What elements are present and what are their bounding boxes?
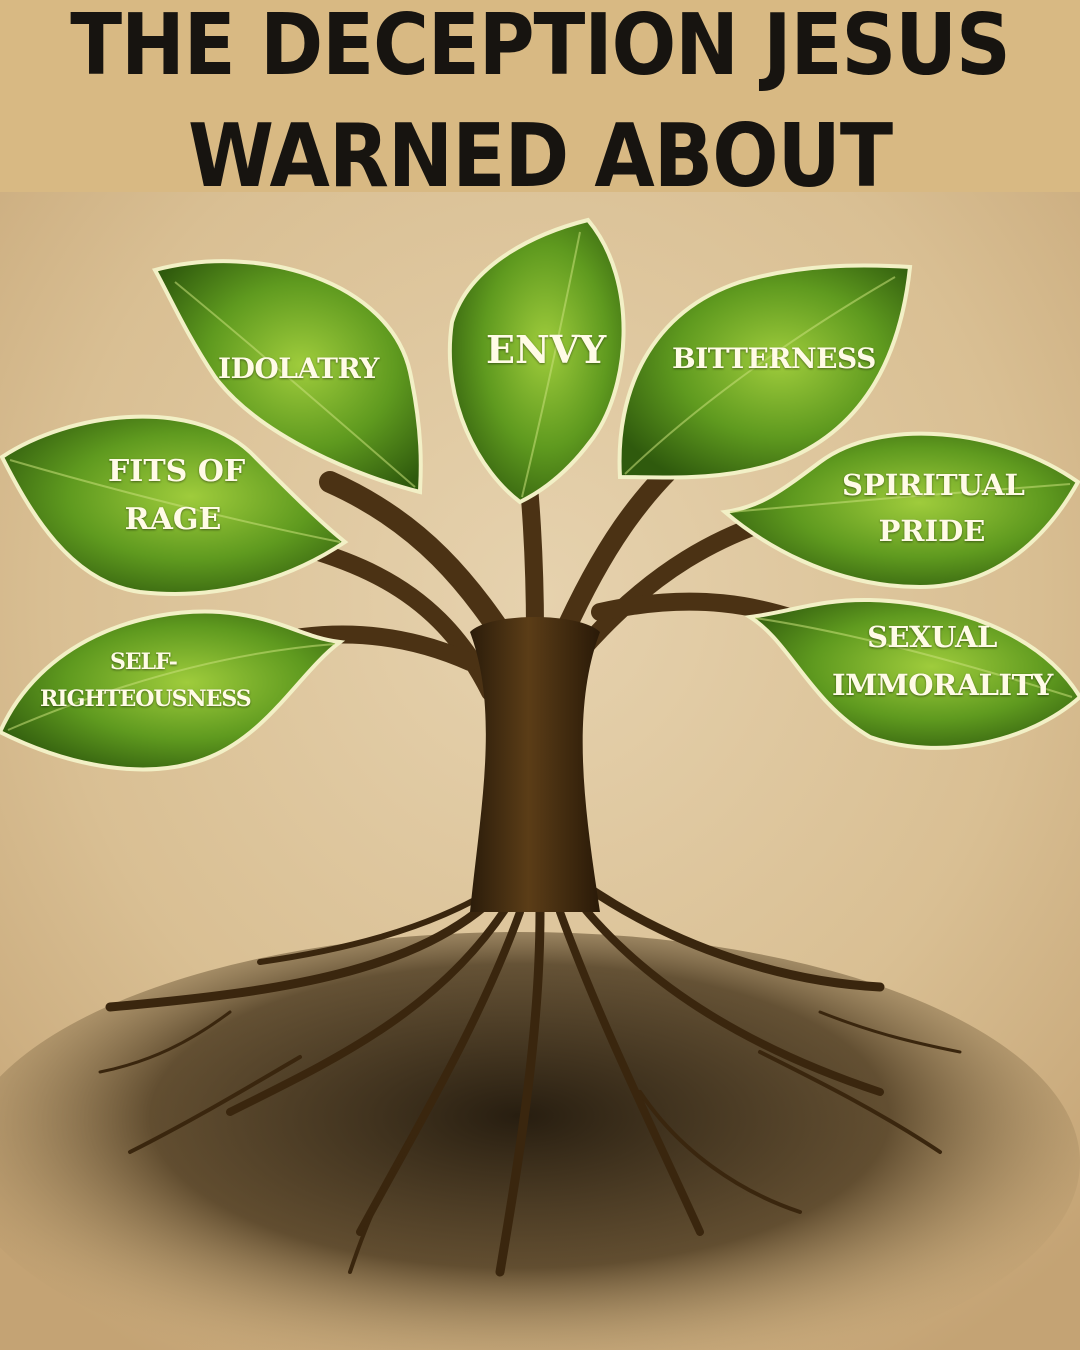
page-title-line-2: WARNED ABOUT bbox=[187, 106, 893, 208]
leaf-envy bbox=[447, 217, 626, 505]
leaf-spiritual-pride bbox=[720, 431, 1080, 590]
tree-artwork bbox=[0, 192, 1080, 1350]
leaf-bitterness bbox=[617, 263, 913, 480]
trunk bbox=[470, 617, 600, 912]
leaf-sexual-immorality bbox=[744, 597, 1080, 750]
leaf-self-righteousness bbox=[0, 609, 346, 772]
page-title-line-1: THE DECEPTION JESUS bbox=[70, 0, 1010, 95]
leaf-label-spiritual-pride: SPIRITUAL PRIDE bbox=[842, 468, 1025, 549]
leaf-label-idolatry: IDOLATRY bbox=[218, 352, 379, 385]
leaf-label-fits-of-rage: FITS OF RAGE bbox=[108, 454, 246, 537]
roots bbox=[98, 877, 962, 1277]
leaf-label-envy: ENVY bbox=[486, 327, 607, 372]
leaf-label-sexual-immorality: SEXUAL IMMORALITY bbox=[832, 620, 1053, 702]
header: THE DECEPTION JESUS WARNED ABOUT bbox=[0, 0, 1080, 207]
tree-illustration: IDOLATRY ENVY BITTERNESS FITS OF RAGE SP… bbox=[0, 192, 1080, 1350]
leaf-veins bbox=[7, 231, 1073, 731]
leaf-label-bitterness: BITTERNESS bbox=[672, 342, 876, 375]
leaf-label-self-righteousness: SELF- RIGHTEOUSNESS bbox=[40, 649, 252, 713]
